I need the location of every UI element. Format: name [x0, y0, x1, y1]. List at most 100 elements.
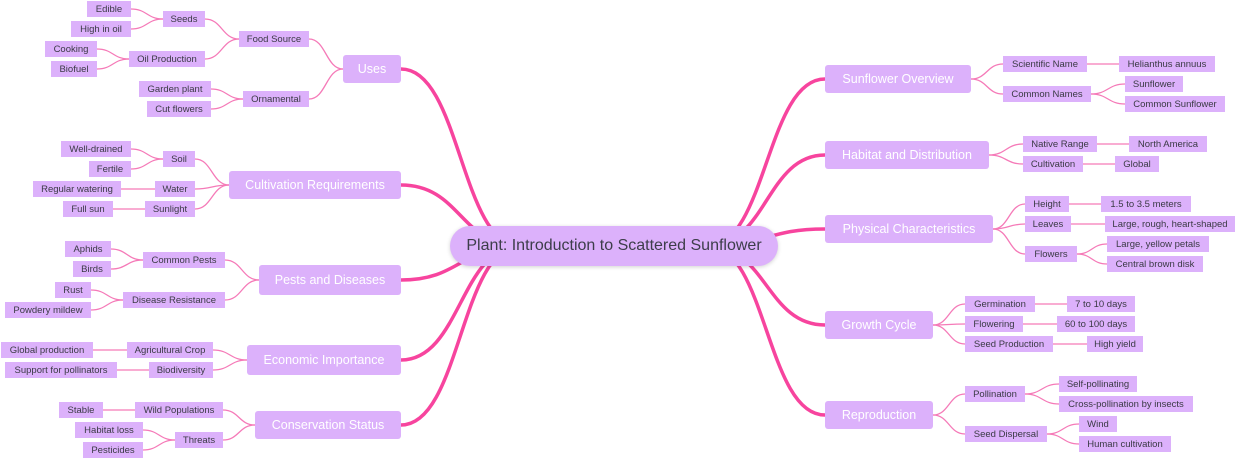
branch-link — [1090, 83, 1126, 95]
subtopic-threats[interactable]: Threats — [175, 432, 223, 448]
leaf-topic-high-yield[interactable]: High yield — [1087, 336, 1143, 352]
branch-link — [204, 38, 240, 60]
subtopic-seeds[interactable]: Seeds — [163, 11, 205, 27]
subtopic-pollination[interactable]: Pollination — [965, 386, 1025, 402]
branch-link — [142, 439, 176, 451]
main-topic-reproduction[interactable]: Reproduction — [825, 401, 933, 429]
leaf-topic-global-production[interactable]: Global production — [1, 342, 93, 358]
leaf-topic-large-yellow-petals[interactable]: Large, yellow petals — [1107, 236, 1209, 252]
main-link — [706, 77, 827, 248]
leaf-topic-aphids[interactable]: Aphids — [65, 241, 111, 257]
branch-link — [130, 8, 164, 20]
branch-link — [194, 184, 230, 210]
subtopic-sunlight[interactable]: Sunlight — [145, 201, 195, 217]
leaf-topic-wind[interactable]: Wind — [1079, 416, 1117, 432]
leaf-topic-garden-plant[interactable]: Garden plant — [139, 81, 211, 97]
leaf-topic-well-drained[interactable]: Well-drained — [61, 141, 131, 157]
subtopic-seed-production[interactable]: Seed Production — [965, 336, 1053, 352]
branch-link — [142, 429, 176, 441]
leaf-topic-high-in-oil[interactable]: High in oil — [71, 21, 131, 37]
main-topic-uses[interactable]: Uses — [343, 55, 401, 83]
branch-link — [224, 279, 260, 301]
subtopic-soil[interactable]: Soil — [163, 151, 195, 167]
branch-link — [992, 203, 1026, 230]
branch-link — [988, 154, 1024, 165]
subtopic-height[interactable]: Height — [1025, 196, 1069, 212]
branch-link — [110, 259, 144, 270]
leaf-topic-human-cultivation[interactable]: Human cultivation — [1079, 436, 1171, 452]
leaf-topic-cooking[interactable]: Cooking — [45, 41, 97, 57]
leaf-topic-common-sunflower[interactable]: Common Sunflower — [1125, 96, 1225, 112]
leaf-topic-powdery-mildew[interactable]: Powdery mildew — [5, 302, 91, 318]
main-topic-sunflower-overview[interactable]: Sunflower Overview — [825, 65, 971, 93]
leaf-topic-biofuel[interactable]: Biofuel — [51, 61, 97, 77]
subtopic-common-pests[interactable]: Common Pests — [143, 252, 225, 268]
leaf-topic-cross-pollination-by-insects[interactable]: Cross-pollination by insects — [1059, 396, 1193, 412]
leaf-topic-7-to-10-days[interactable]: 7 to 10 days — [1067, 296, 1135, 312]
leaf-topic-fertile[interactable]: Fertile — [89, 161, 131, 177]
subtopic-disease-resistance[interactable]: Disease Resistance — [123, 292, 225, 308]
leaf-topic-helianthus-annuus[interactable]: Helianthus annuus — [1119, 56, 1215, 72]
leaf-topic-birds[interactable]: Birds — [73, 261, 111, 277]
root-topic-plant-introduction-to-scattered-sunflower[interactable]: Plant: Introduction to Scattered Sunflow… — [450, 226, 778, 266]
branch-link — [210, 98, 244, 110]
subtopic-germination[interactable]: Germination — [965, 296, 1035, 312]
leaf-topic-north-america[interactable]: North America — [1129, 136, 1207, 152]
branch-link — [96, 58, 130, 70]
subtopic-wild-populations[interactable]: Wild Populations — [135, 402, 223, 418]
main-link — [399, 244, 522, 427]
leaf-topic-cut-flowers[interactable]: Cut flowers — [147, 101, 211, 117]
leaf-topic-habitat-loss[interactable]: Habitat loss — [75, 422, 143, 438]
branch-link — [130, 148, 164, 160]
branch-link — [970, 78, 1004, 95]
subtopic-cultivation[interactable]: Cultivation — [1023, 156, 1083, 172]
branch-link — [992, 228, 1026, 255]
subtopic-oil-production[interactable]: Oil Production — [129, 51, 205, 67]
branch-link — [194, 158, 230, 186]
leaf-topic-central-brown-disk[interactable]: Central brown disk — [1107, 256, 1203, 272]
subtopic-food-source[interactable]: Food Source — [239, 31, 309, 47]
leaf-topic-stable[interactable]: Stable — [59, 402, 103, 418]
branch-link — [932, 303, 966, 326]
leaf-topic-sunflower[interactable]: Sunflower — [1125, 76, 1183, 92]
leaf-topic-global[interactable]: Global — [1115, 156, 1159, 172]
branch-link — [204, 18, 240, 40]
main-topic-pests-and-diseases[interactable]: Pests and Diseases — [259, 265, 401, 295]
subtopic-seed-dispersal[interactable]: Seed Dispersal — [965, 426, 1047, 442]
subtopic-flowering[interactable]: Flowering — [965, 316, 1023, 332]
leaf-topic-rust[interactable]: Rust — [55, 282, 91, 298]
subtopic-leaves[interactable]: Leaves — [1025, 216, 1071, 232]
branch-link — [1024, 393, 1060, 405]
subtopic-agricultural-crop[interactable]: Agricultural Crop — [127, 342, 213, 358]
branch-link — [90, 299, 124, 311]
branch-link — [1076, 253, 1108, 265]
leaf-topic-regular-watering[interactable]: Regular watering — [33, 181, 121, 197]
main-topic-economic-importance[interactable]: Economic Importance — [247, 345, 401, 375]
leaf-topic-pesticides[interactable]: Pesticides — [83, 442, 143, 458]
branch-link — [1090, 93, 1126, 105]
main-topic-growth-cycle[interactable]: Growth Cycle — [825, 311, 933, 339]
branch-link — [222, 424, 256, 441]
main-link — [399, 67, 522, 248]
subtopic-scientific-name[interactable]: Scientific Name — [1003, 56, 1087, 72]
subtopic-common-names[interactable]: Common Names — [1003, 86, 1091, 102]
main-topic-physical-characteristics[interactable]: Physical Characteristics — [825, 215, 993, 243]
leaf-topic-support-for-pollinators[interactable]: Support for pollinators — [5, 362, 117, 378]
subtopic-water[interactable]: Water — [155, 181, 195, 197]
leaf-topic-edible[interactable]: Edible — [87, 1, 131, 17]
branch-link — [210, 88, 244, 100]
branch-link — [1046, 433, 1080, 445]
branch-link — [988, 143, 1024, 156]
main-topic-habitat-and-distribution[interactable]: Habitat and Distribution — [825, 141, 989, 169]
leaf-topic-self-pollinating[interactable]: Self-pollinating — [1059, 376, 1137, 392]
main-topic-cultivation-requirements[interactable]: Cultivation Requirements — [229, 171, 401, 199]
leaf-topic-1-5-to-3-5-meters[interactable]: 1.5 to 3.5 meters — [1101, 196, 1191, 212]
subtopic-flowers[interactable]: Flowers — [1025, 246, 1077, 262]
subtopic-native-range[interactable]: Native Range — [1023, 136, 1097, 152]
leaf-topic-large-rough-heart-shaped[interactable]: Large, rough, heart-shaped — [1105, 216, 1235, 232]
subtopic-ornamental[interactable]: Ornamental — [243, 91, 309, 107]
main-topic-conservation-status[interactable]: Conservation Status — [255, 411, 401, 439]
leaf-topic-full-sun[interactable]: Full sun — [63, 201, 113, 217]
subtopic-biodiversity[interactable]: Biodiversity — [149, 362, 213, 378]
leaf-topic-60-to-100-days[interactable]: 60 to 100 days — [1057, 316, 1135, 332]
